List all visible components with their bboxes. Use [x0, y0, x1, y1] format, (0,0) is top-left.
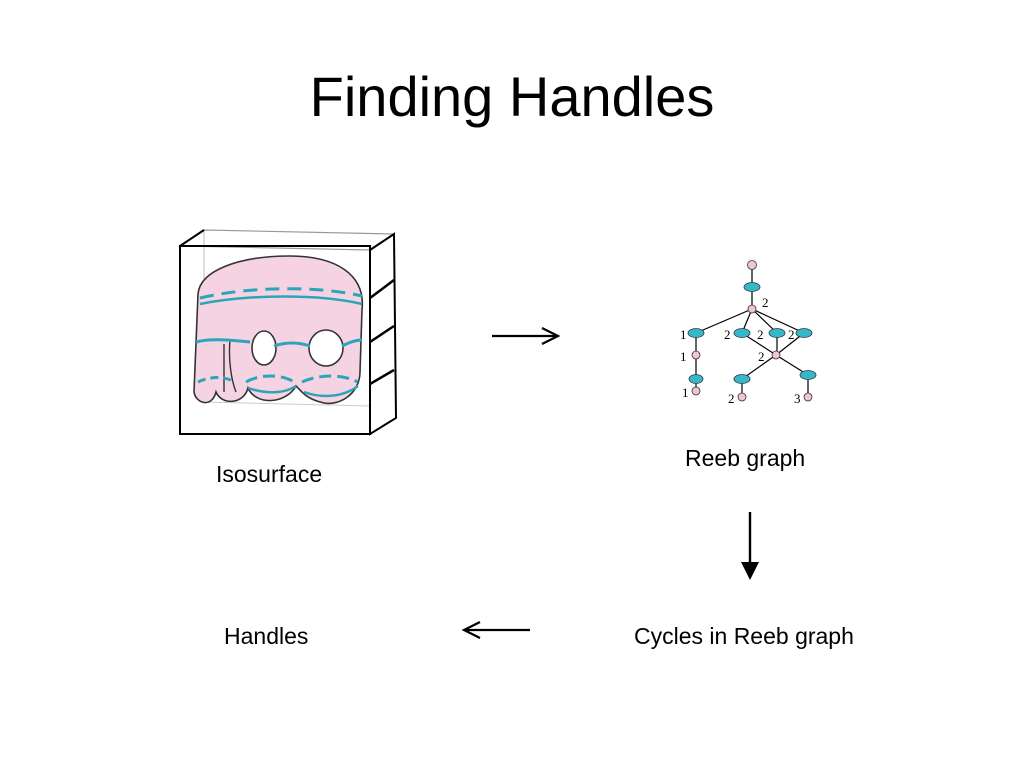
- reeb-node-number: 1: [682, 385, 689, 400]
- reeb-node-number: 2: [762, 295, 769, 310]
- reeb-node-number: 2: [757, 327, 764, 342]
- arrow-right-icon: [492, 327, 561, 345]
- reeb-node-number: 2: [788, 327, 795, 342]
- reeb-node-number: 2: [758, 349, 765, 364]
- reeb-node-number: 1: [680, 327, 687, 342]
- reeb-graph-illustration: 2 1 2 2 2 1 2 1 2 3: [680, 260, 817, 406]
- handles-label: Handles: [224, 623, 309, 649]
- arrow-down-icon: [741, 512, 759, 580]
- reeb-node-number: 3: [794, 391, 801, 406]
- reeb-graph-label: Reeb graph: [685, 445, 806, 471]
- isosurface-shape: [193, 255, 364, 405]
- reeb-node-number: 2: [728, 391, 735, 406]
- slide-title: Finding Handles: [309, 65, 715, 128]
- reeb-node-number: 2: [724, 327, 731, 342]
- handle-hole-left: [251, 330, 277, 366]
- reeb-node-number: 1: [680, 349, 687, 364]
- isosurface-label: Isosurface: [216, 461, 323, 487]
- arrow-left-icon: [461, 621, 530, 639]
- cycles-label: Cycles in Reeb graph: [634, 623, 854, 649]
- isosurface-illustration: [178, 229, 398, 436]
- handle-hole-right: [308, 329, 344, 367]
